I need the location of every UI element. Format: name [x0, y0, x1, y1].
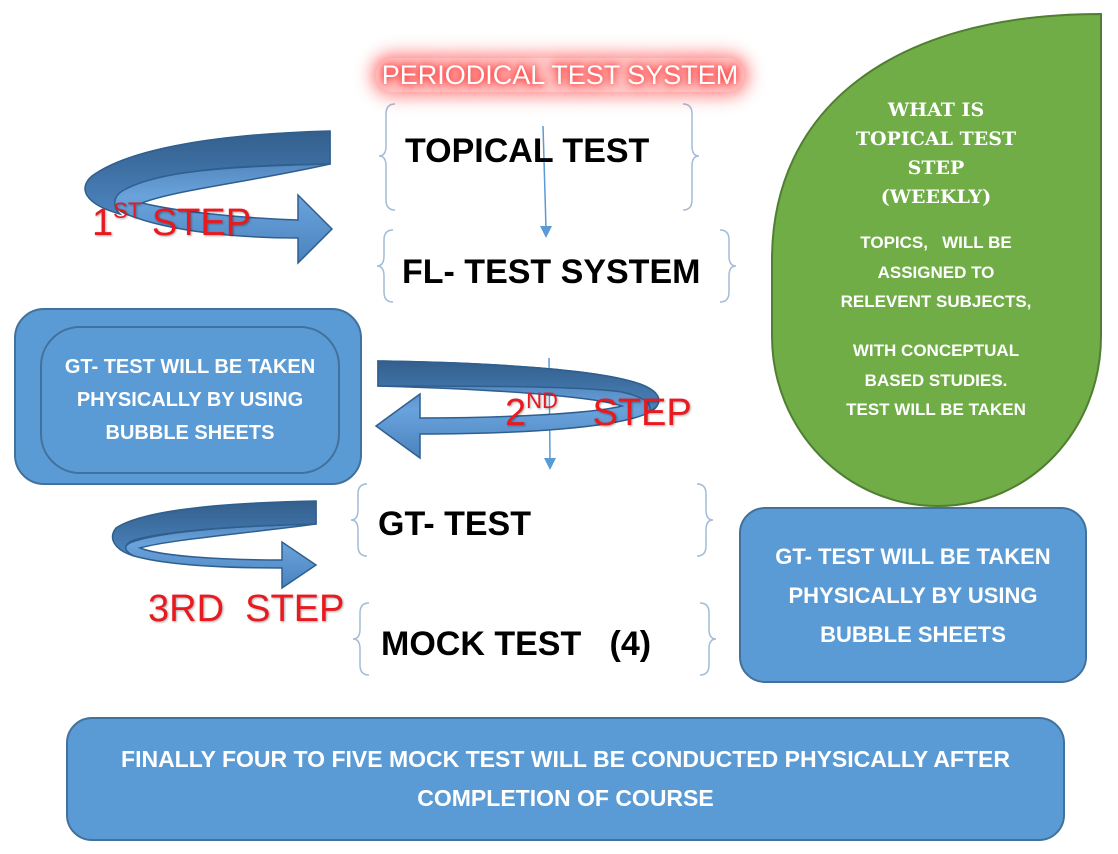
leaf-body-a-line-1: TOPICS, WILL BE [860, 233, 1012, 252]
leaf-heading-line-4: (WEEKLY) [880, 186, 992, 208]
right-info-line-1: GT- TEST WILL BE TAKEN [775, 543, 1051, 569]
step2-suffix: ND [526, 388, 558, 413]
step3-label: 3RD STEP [148, 588, 345, 630]
left-info-box: GT- TEST WILL BE TAKEN PHYSICALLY BY USI… [14, 308, 362, 485]
leaf-shape [771, 12, 1102, 508]
leaf-heading: WHAT IS TOPICAL TEST STEP (WEEKLY) [812, 96, 1060, 212]
connector-topical-to-fl [540, 125, 552, 238]
leaf-body-b-line-1: WITH CONCEPTUAL [852, 341, 1020, 360]
step2-arrow [374, 360, 660, 460]
stage-fl-test-system: FL- TEST SYSTEM [402, 253, 701, 291]
left-info-line-2: PHYSICALLY BY USING [76, 388, 304, 411]
brace-mock [352, 602, 717, 676]
brace-fl [376, 229, 737, 303]
right-info-line-3: BUBBLE SHEETS [820, 621, 1006, 647]
step2-number: 2 [505, 392, 527, 434]
right-info-box: GT- TEST WILL BE TAKEN PHYSICALLY BY USI… [739, 507, 1087, 683]
step3-arrow [111, 500, 318, 590]
stage-mock-test: MOCK TEST (4) [381, 625, 652, 663]
step1-arrow [84, 130, 334, 265]
step1-label: 1ST STEP [92, 198, 252, 245]
bottom-info-line-1: FINALLY FOUR TO FIVE MOCK TEST WILL BE C… [121, 746, 1010, 772]
left-info-line-3: BUBBLE SHEETS [105, 421, 275, 444]
brace-gt [350, 483, 714, 557]
brace-topical [378, 103, 700, 211]
right-info-line-2: PHYSICALLY BY USING [788, 582, 1038, 608]
leaf-heading-line-3: STEP [907, 157, 965, 179]
leaf-body-b: WITH CONCEPTUAL BASED STUDIES. TEST WILL… [812, 336, 1060, 425]
leaf-body-a-line-2: ASSIGNED TO [877, 262, 995, 282]
diagram-title: PERIODICAL TEST SYSTEM [376, 58, 744, 92]
leaf-body-b-line-2: BASED STUDIES. [864, 370, 1008, 390]
stage-gt-test: GT- TEST [378, 505, 531, 543]
bottom-info-line-2: COMPLETION OF COURSE [417, 785, 714, 811]
leaf-heading-line-2: TOPICAL TEST [855, 128, 1017, 150]
left-info-line-1: GT- TEST WILL BE TAKEN [64, 355, 316, 378]
step1-suffix: ST [113, 198, 142, 223]
step1-word: STEP [151, 202, 252, 244]
leaf-body-a-line-3: RELEVENT SUBJECTS, [840, 292, 1032, 311]
step1-number: 1 [92, 202, 114, 244]
leaf-body-a: TOPICS, WILL BE ASSIGNED TO RELEVENT SUB… [812, 228, 1060, 317]
step2-label: 2ND STEP [505, 388, 692, 435]
bottom-info-box: FINALLY FOUR TO FIVE MOCK TEST WILL BE C… [66, 717, 1065, 841]
leaf-body-b-line-3: TEST WILL BE TAKEN [846, 400, 1026, 419]
step2-word: STEP [592, 392, 692, 434]
leaf-heading-line-1: WHAT IS [887, 99, 985, 121]
left-info-inner: GT- TEST WILL BE TAKEN PHYSICALLY BY USI… [40, 326, 340, 474]
stage-topical-test: TOPICAL TEST [405, 132, 650, 170]
